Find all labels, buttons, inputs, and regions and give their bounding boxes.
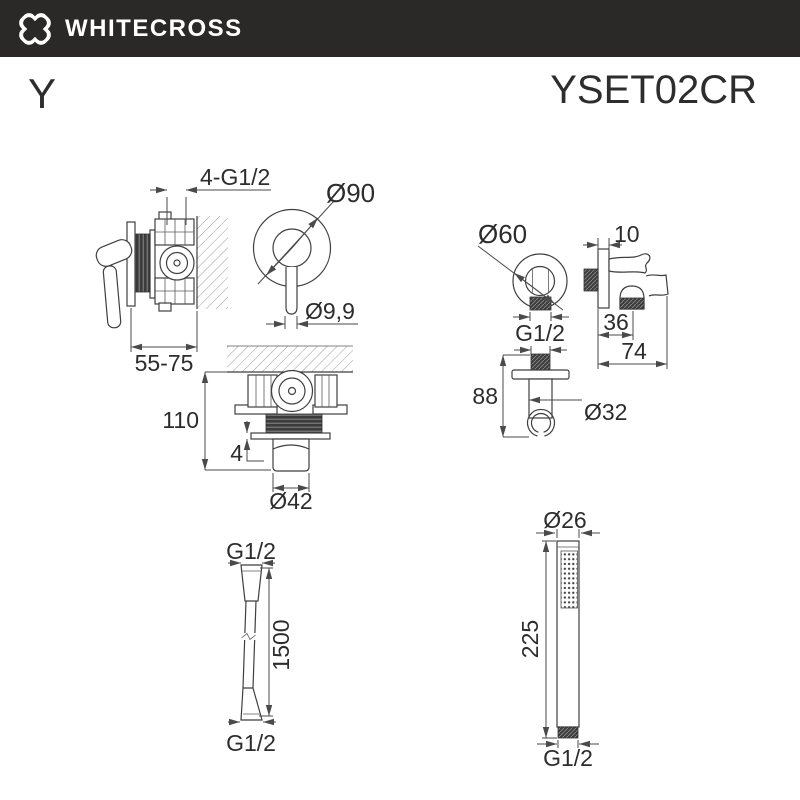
dim-label-hand-shower-length: 225 <box>517 620 543 658</box>
mixer-thread-box <box>135 233 151 293</box>
dim-label-mixer-depth: 55-75 <box>135 350 194 376</box>
dim-label-lever-diameter: Ø9,9 <box>305 298 355 324</box>
holder-thread <box>530 353 551 372</box>
hose-nut-top <box>240 564 263 602</box>
dim-label-mixer-thread: 4-G1/2 <box>200 164 270 190</box>
mixer-thread-box <box>265 413 323 434</box>
whitecross-logo-icon <box>19 12 51 45</box>
dim-label-plate-thickness: 4 <box>230 440 243 466</box>
view-mixer-side: 4-G1/2 55-75 <box>95 164 271 376</box>
dim-label-hose-thread-top: G1/2 <box>226 538 276 564</box>
spray-face <box>560 550 578 609</box>
holder-arm <box>608 253 651 274</box>
wall-hatch <box>197 216 228 309</box>
outlet-plate <box>597 248 610 309</box>
dim-label-hand-shower-thread: G1/2 <box>543 745 593 771</box>
dim-label-outlet-thread: G1/2 <box>515 320 565 346</box>
model-label: YSET02CR <box>550 68 757 112</box>
dim-label-head-diameter: Ø26 <box>543 507 586 533</box>
view-outlet-side: 10 36 74 <box>583 221 669 369</box>
hose-nut-bottom <box>240 687 263 721</box>
dim-label-spout-diameter: Ø42 <box>269 488 312 514</box>
view-outlet-front: Ø60 G1/2 <box>477 219 569 354</box>
hand-shower-thread <box>557 726 579 739</box>
holder-cup <box>526 408 556 437</box>
mixer-lever <box>285 267 298 315</box>
dim-label-hose-length: 1500 <box>268 619 294 670</box>
dim-label-nipple-offset: 36 <box>603 309 629 335</box>
view-hand-shower: Ø26 G1/2 225 <box>517 507 600 771</box>
view-mixer-front: Ø90 Ø9,9 <box>252 178 375 329</box>
dim-label-rosette-diameter: Ø90 <box>326 178 375 208</box>
wall-hatch <box>227 346 353 372</box>
dim-label-holder-height: 88 <box>472 383 498 409</box>
dim-label-mixer-height: 110 <box>162 407 199 433</box>
series-label: Y <box>28 70 57 117</box>
view-hose: G1/2 G1/2 1500 <box>226 538 294 756</box>
mixer-flange-plate <box>126 221 136 307</box>
holder-flange <box>511 369 570 380</box>
mixer-handle <box>95 239 133 329</box>
header-bar: WHITECROSS <box>0 0 800 57</box>
hose-break-mark <box>241 632 256 641</box>
brand-label: WHITECROSS <box>65 14 243 42</box>
dim-label-total-depth: 74 <box>621 338 647 364</box>
view-mixer-bottom: 110 4 Ø42 <box>162 345 353 514</box>
dim-label-hose-thread-bottom: G1/2 <box>226 730 276 756</box>
dim-label-outlet-diameter: Ø60 <box>478 219 527 249</box>
dim-label-outlet-plate-thickness: 10 <box>614 221 640 247</box>
outlet-inlet-thread <box>583 268 599 292</box>
mixer-spout <box>272 438 310 472</box>
dim-label-cup-diameter: Ø32 <box>584 399 627 425</box>
view-holder: 88 Ø32 <box>472 353 627 438</box>
